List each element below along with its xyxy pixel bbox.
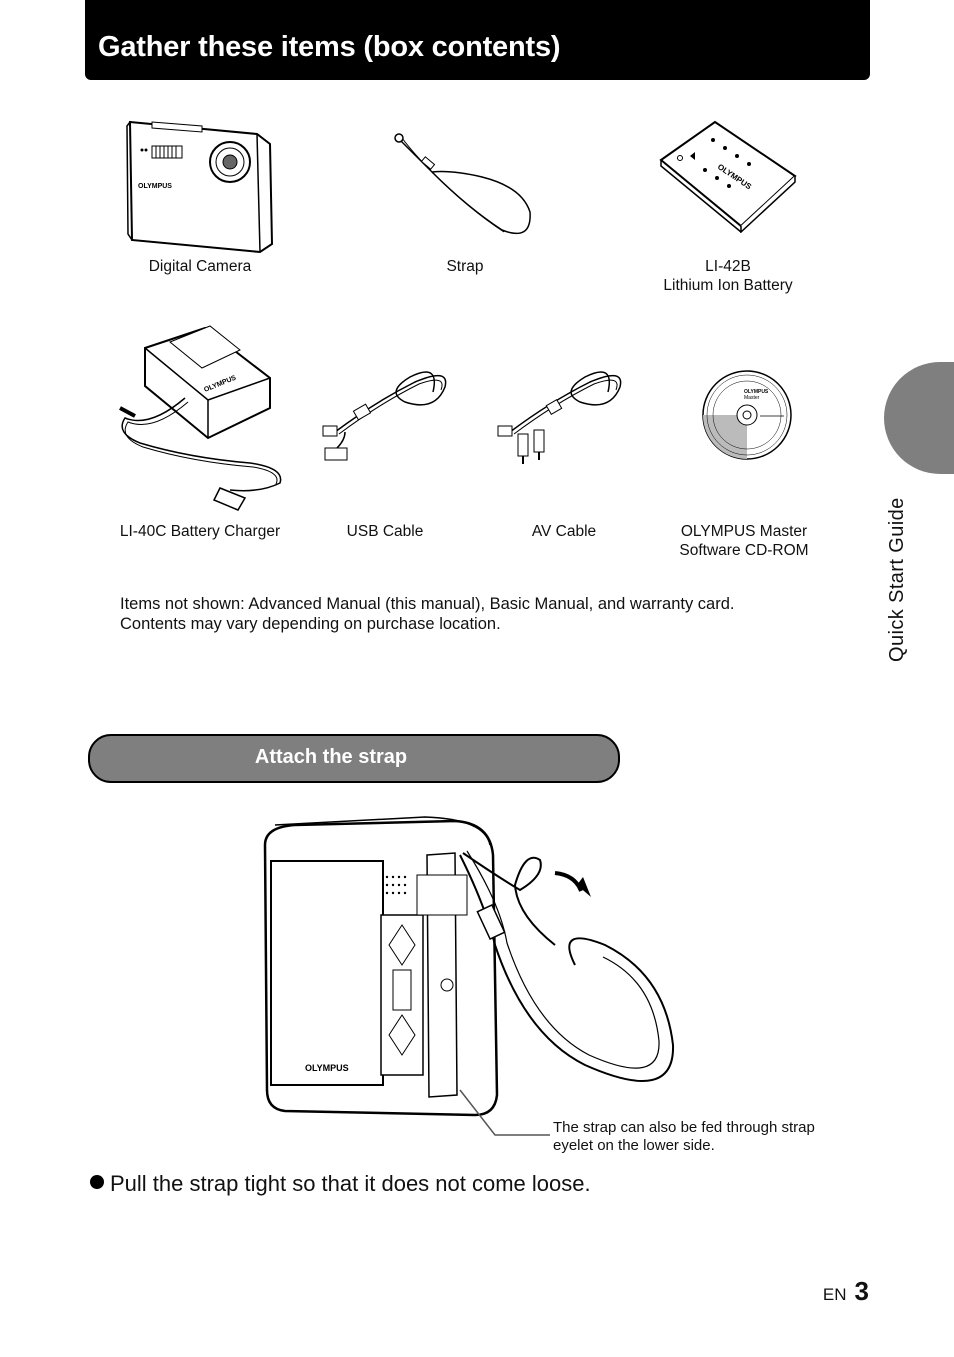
title-bar: Gather these items (box contents): [85, 0, 870, 80]
attach-strap-illustration: OLYMPUS: [255, 815, 695, 1145]
side-tab: [884, 362, 954, 474]
item-label-cd-rom: OLYMPUS Master Software CD-ROM: [660, 522, 828, 560]
instruction-bullet: Pull the strap tight so that it does not…: [90, 1171, 591, 1197]
note-line-1: Items not shown: Advanced Manual (this m…: [120, 595, 735, 613]
item-label-charger: LI-40C Battery Charger: [119, 523, 281, 540]
page-footer: EN 3: [823, 1276, 869, 1307]
usb-cable-illustration: [315, 362, 455, 472]
svg-text:OLYMPUS: OLYMPUS: [138, 183, 172, 190]
cd-label-line-1: OLYMPUS Master: [680, 523, 808, 540]
cd-label-line-2: Software CD-ROM: [679, 542, 809, 559]
digital-camera-illustration: OLYMPUS: [122, 116, 277, 256]
note-line-2: Contents may vary depending on purchase …: [120, 615, 501, 633]
page-number: 3: [854, 1276, 869, 1306]
figure-brand: OLYMPUS: [305, 1063, 349, 1073]
av-cable-illustration: [490, 362, 635, 472]
instruction-text: Pull the strap tight so that it does not…: [110, 1171, 591, 1196]
battery-label-line-2: Lithium Ion Battery: [663, 277, 793, 294]
battery-label-line-1: LI-42B: [705, 258, 751, 275]
bullet-dot-icon: [90, 1175, 104, 1189]
item-label-usb-cable: USB Cable: [346, 523, 424, 540]
footer-lang: EN: [822, 1285, 847, 1304]
callout-text: The strap can also be fed through strap …: [553, 1119, 815, 1155]
page-title: Gather these items (box contents): [98, 31, 561, 63]
strap-illustration: [392, 132, 537, 242]
items-note: Items not shown: Advanced Manual (this m…: [120, 594, 734, 634]
side-tab-label: Quick Start Guide: [886, 497, 908, 662]
callout-line-2: eyelet on the lower side.: [553, 1137, 715, 1154]
item-label-camera: Digital Camera: [148, 258, 252, 275]
item-label-strap: Strap: [446, 258, 484, 275]
battery-charger-illustration: OLYMPUS: [110, 318, 290, 513]
item-label-av-cable: AV Cable: [531, 523, 597, 540]
svg-text:OLYMPUS: OLYMPUS: [744, 389, 769, 395]
battery-illustration: OLYMPUS: [655, 118, 800, 233]
svg-text:Master: Master: [744, 395, 760, 401]
cd-rom-illustration: OLYMPUS Master: [700, 368, 794, 462]
item-label-battery: LI-42B Lithium Ion Battery: [648, 257, 808, 295]
callout-line-1: The strap can also be fed through strap: [553, 1119, 815, 1136]
section-title: Attach the strap: [254, 746, 408, 768]
section-header-attach-strap: Attach the strap: [88, 734, 620, 783]
